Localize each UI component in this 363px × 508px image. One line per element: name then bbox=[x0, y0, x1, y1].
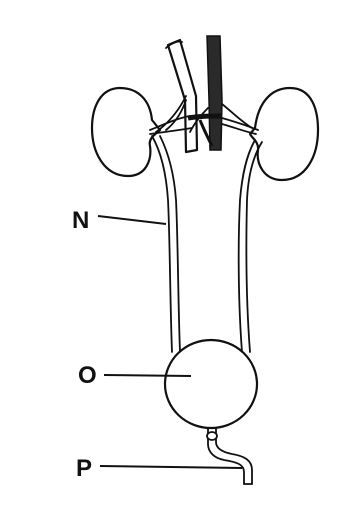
aorta bbox=[166, 40, 197, 152]
urethra bbox=[207, 428, 252, 484]
leader-line-o bbox=[104, 375, 191, 376]
label-n: N bbox=[72, 207, 89, 234]
left-kidney bbox=[92, 88, 160, 176]
vena-cava bbox=[207, 36, 222, 150]
leader-line-n bbox=[98, 216, 166, 224]
right-kidney bbox=[250, 88, 318, 180]
renal-vessels bbox=[150, 96, 258, 146]
label-p: P bbox=[76, 455, 92, 482]
bladder bbox=[165, 340, 257, 428]
leader-line-p bbox=[100, 466, 242, 468]
label-o: O bbox=[78, 362, 97, 389]
left-ureter bbox=[152, 136, 180, 352]
right-ureter bbox=[239, 140, 262, 352]
